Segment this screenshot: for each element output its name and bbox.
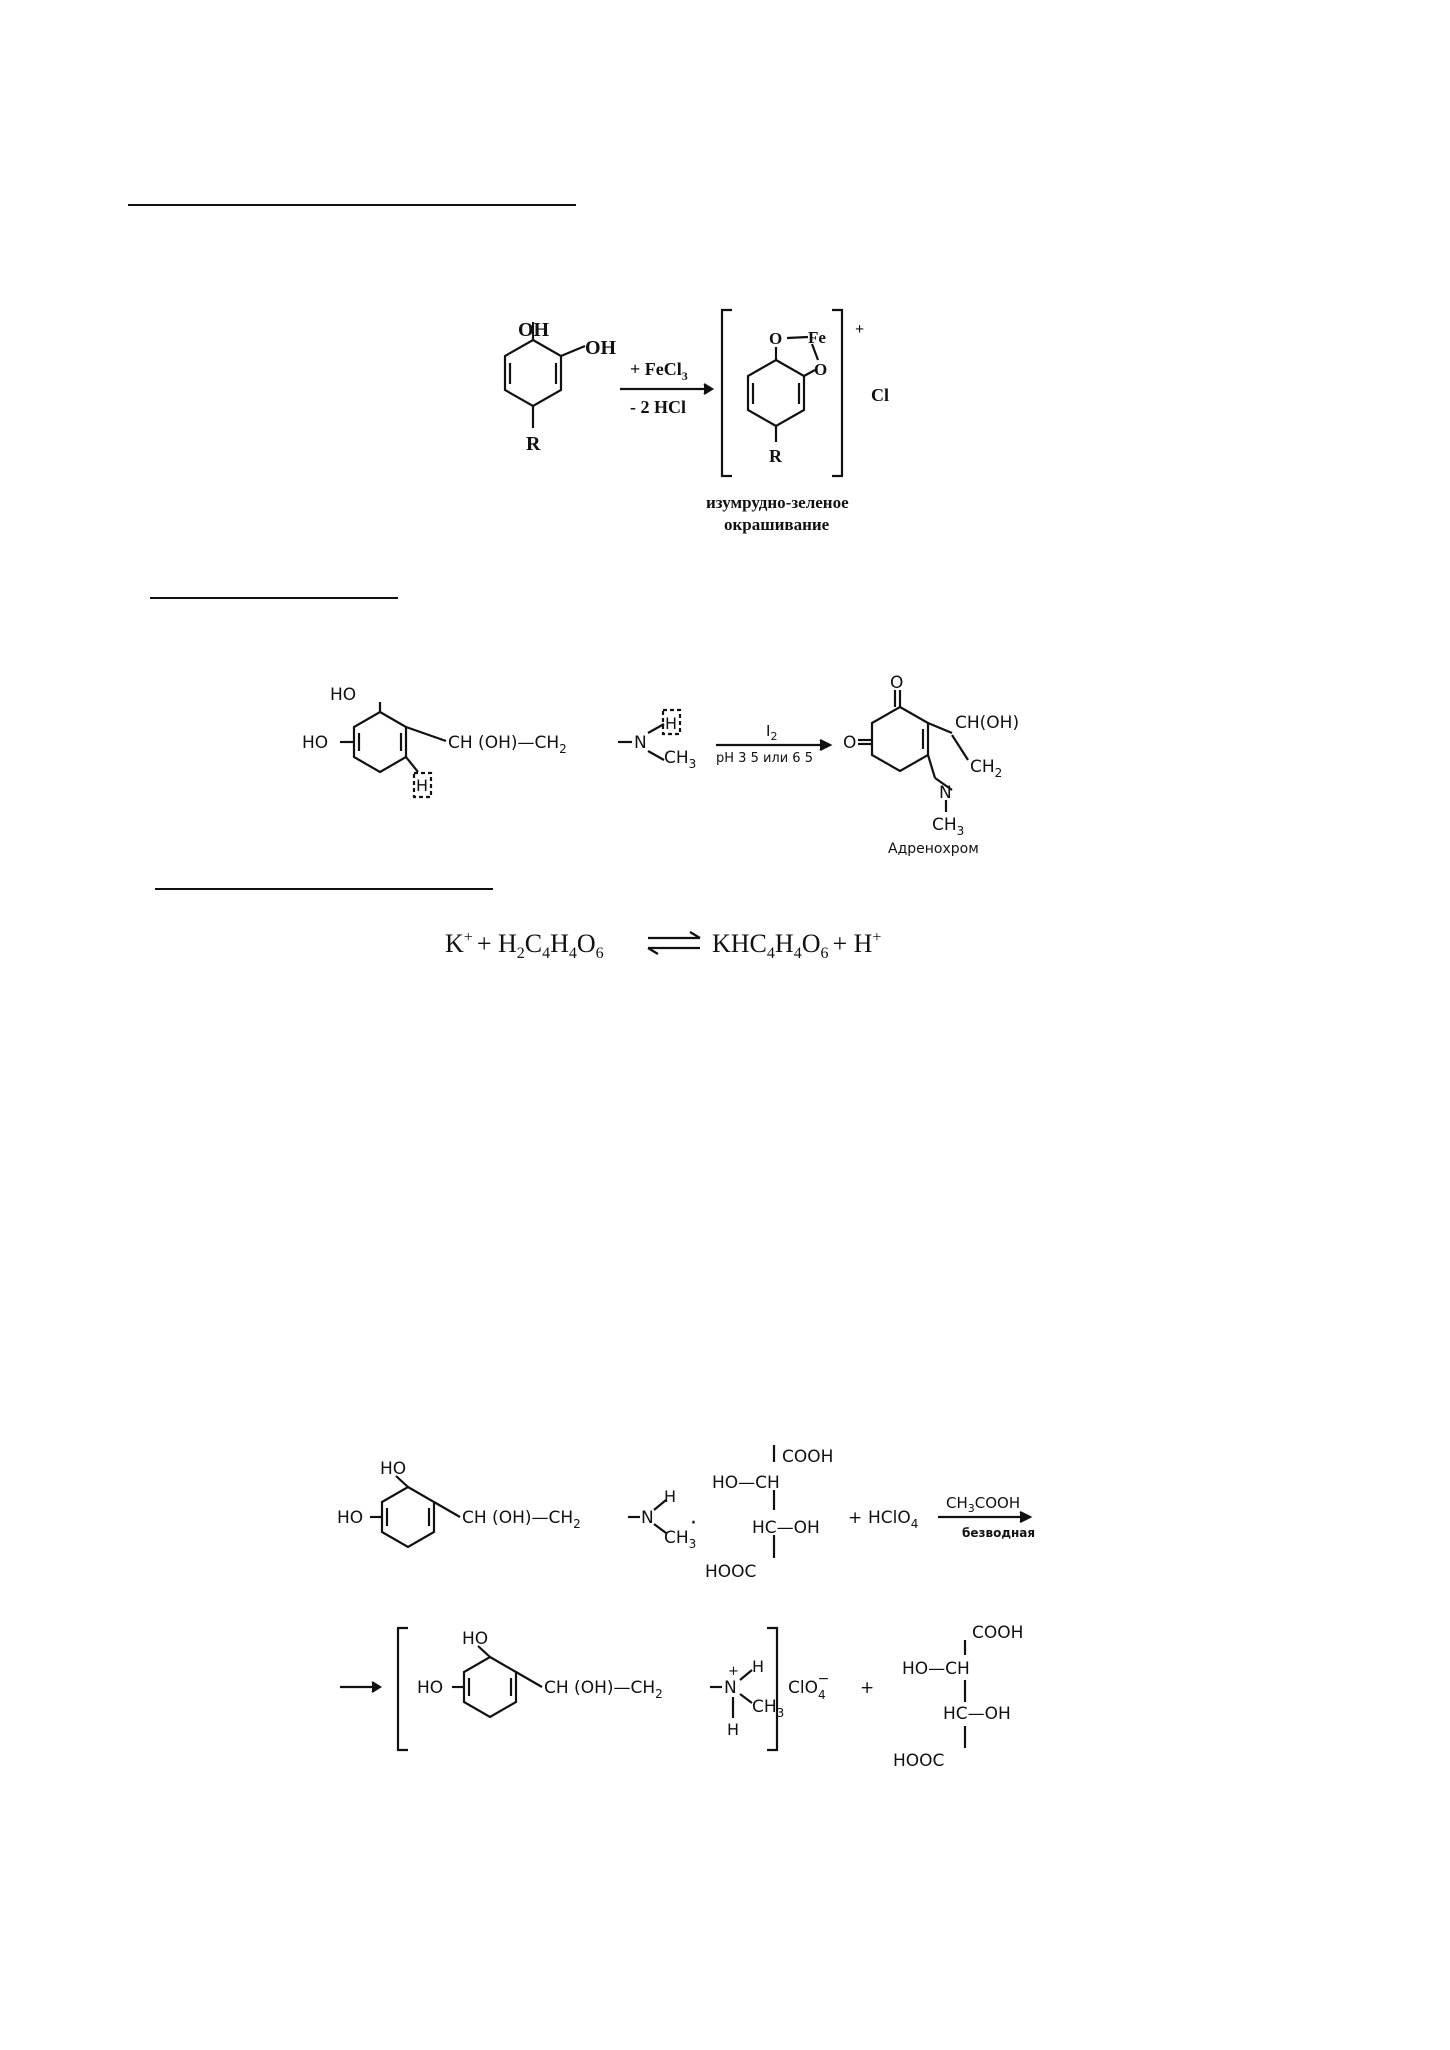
o-right-label: O: [814, 360, 827, 379]
fe-label: Fe: [808, 328, 826, 347]
byproduct-hcl: - 2 HCl: [630, 397, 686, 417]
ch3-label: CH3: [664, 748, 696, 771]
reagent-i2: I2: [766, 722, 777, 743]
svg-text:K++ H2C4H4O6: K++ H2C4H4O6: [445, 929, 604, 962]
h-label: H: [664, 1487, 676, 1506]
acid-ho-ch: HO—CH: [902, 1659, 970, 1679]
n-label: N: [634, 733, 647, 753]
tartaric-ho-ch: HO—CH: [712, 1473, 780, 1493]
reaction-conditions: pH 3 5 или 6 5: [716, 751, 813, 766]
prod-side-chain: CH (OH)—CH2: [544, 1678, 663, 1701]
color-note-line2: окрашивание: [724, 515, 830, 534]
prod-choh: CH(OH): [955, 713, 1019, 733]
prod-ho-top: HO: [462, 1629, 488, 1649]
color-note-line1: изумрудно-зеленое: [706, 493, 849, 512]
n-label: N: [641, 1508, 654, 1528]
tartaric-cooh: COOH: [782, 1447, 833, 1467]
r-label: R: [526, 433, 541, 455]
h-boxed: H: [665, 714, 677, 733]
prod-ho-left: HO: [417, 1678, 443, 1698]
ho-top-label: HO: [380, 1459, 406, 1479]
plus-sign: +: [848, 1508, 862, 1528]
prod-h-bottom: H: [727, 1720, 739, 1739]
salt-dot: ·: [690, 1511, 697, 1536]
prod-ch3: CH3: [932, 815, 964, 838]
khc-product: KHC: [712, 929, 767, 958]
h-ring-boxed: H: [416, 776, 428, 795]
reagent-fecl3: + FeCl3: [630, 359, 688, 383]
side-chain: CH (OH)—CH2: [448, 733, 567, 756]
ho-top-label: HO: [330, 685, 356, 705]
side-chain: CH (OH)—CH2: [462, 1508, 581, 1531]
solvent-acetic-acid: CH3COOH: [946, 1494, 1020, 1515]
perchlorate-ion: ClO4−: [788, 1671, 829, 1702]
prod-ch2: CH2: [970, 757, 1002, 780]
svg-text:KHC4H4O6+ H+: KHC4H4O6+ H+: [712, 929, 881, 962]
oh-right-label: OH: [585, 337, 617, 359]
section-rule-1: [128, 204, 576, 206]
ho-left-label: HO: [302, 733, 328, 753]
prod-ch3: CH3: [752, 1697, 784, 1720]
prod-n-charge: +: [728, 1664, 739, 1679]
o-top-label: O: [890, 673, 903, 693]
hclo4-reagent: HClO4: [868, 1508, 918, 1531]
section-rule-2: [150, 597, 398, 599]
adrenochrome-reaction-scheme: HO HO CH (OH)—CH2 N H CH3 H I2 pH 3 5 ил…: [302, 673, 1019, 857]
prod-n: N: [939, 783, 952, 803]
tartaric-hc-oh: HC—OH: [752, 1518, 820, 1538]
chloride-ion: Cl: [871, 385, 889, 405]
complex-charge: +: [855, 321, 864, 338]
tartrate-equation: K++ H2C4H4O6 KHC4H4O6+ H+: [445, 929, 881, 962]
k-ion: K: [445, 929, 464, 958]
o-left-label: O: [769, 329, 782, 348]
acid-hc-oh: HC—OH: [943, 1704, 1011, 1724]
prod-n: N: [724, 1678, 737, 1698]
plus-sign-2: +: [860, 1678, 874, 1698]
fecl3-reaction-scheme: OH OH R + FeCl3 - 2 HCl O Fe O R + Cl из…: [503, 308, 889, 534]
solvent-note: безводная: [962, 1526, 1035, 1540]
oh-top-label: OH: [518, 319, 550, 341]
acid-cooh: COOH: [972, 1623, 1023, 1643]
prod-h-top: H: [752, 1657, 764, 1676]
ho-left-label: HO: [337, 1508, 363, 1528]
ch3-label: CH3: [664, 1528, 696, 1551]
product-name: Адренохром: [888, 841, 979, 857]
tartaric-hooc: HOOC: [705, 1562, 756, 1582]
section-rule-3: [155, 888, 493, 890]
acid-hooc: HOOC: [893, 1751, 944, 1771]
r-complex-label: R: [769, 446, 783, 466]
o-left-label: O: [843, 733, 856, 753]
